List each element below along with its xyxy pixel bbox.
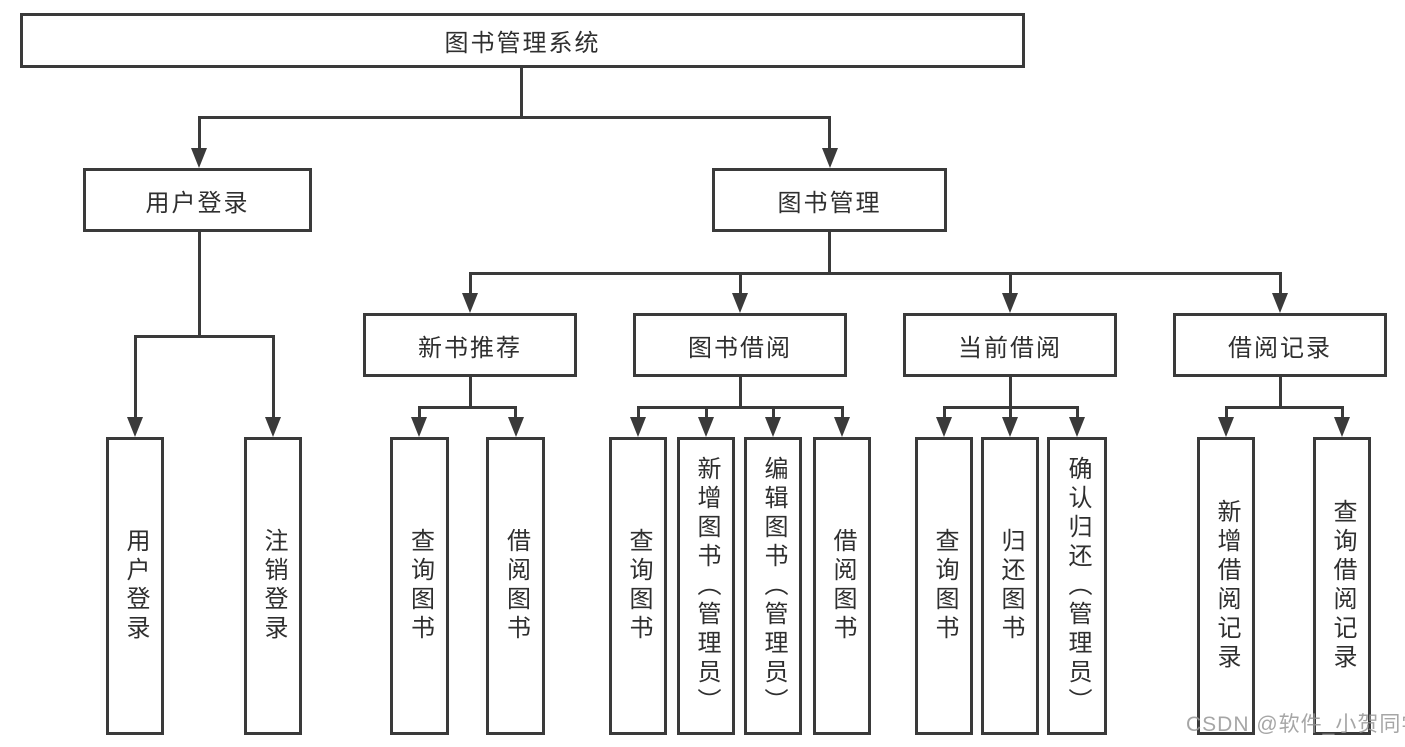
leaf-bb-query-books-label: 查询图书 bbox=[625, 528, 652, 644]
connector-line bbox=[133, 335, 275, 338]
connector-line bbox=[827, 232, 831, 275]
arrow-down-icon bbox=[698, 417, 714, 437]
connector-line bbox=[271, 335, 275, 419]
connector-line bbox=[827, 116, 831, 150]
leaf-bb-query-books: 查询图书 bbox=[609, 437, 667, 735]
leaf-logout-label: 注销登录 bbox=[260, 528, 287, 644]
node-new-book-recommend-label: 新书推荐 bbox=[418, 334, 522, 362]
node-borrow-records: 借阅记录 bbox=[1173, 313, 1387, 377]
node-book-borrow-label: 图书借阅 bbox=[688, 334, 792, 362]
arrow-down-icon bbox=[1069, 417, 1085, 437]
leaf-nbr-borrow-books: 借阅图书 bbox=[486, 437, 545, 735]
node-book-borrow: 图书借阅 bbox=[633, 313, 847, 377]
connector-line bbox=[636, 406, 640, 419]
leaf-br-query-record-label: 查询借阅记录 bbox=[1329, 499, 1356, 673]
leaf-bb-add-books-admin-label: 新增图书（管理员） bbox=[693, 455, 720, 717]
connector-line bbox=[1008, 272, 1012, 295]
connector-line bbox=[468, 377, 472, 409]
connector-line bbox=[1008, 406, 1012, 419]
connector-line bbox=[1224, 406, 1228, 419]
connector-line bbox=[417, 406, 517, 409]
leaf-cb-return-books-label: 归还图书 bbox=[997, 528, 1024, 644]
leaf-cb-return-books: 归还图书 bbox=[981, 437, 1039, 735]
node-root: 图书管理系统 bbox=[20, 13, 1025, 68]
arrow-down-icon bbox=[765, 417, 781, 437]
connector-line bbox=[738, 377, 742, 409]
connector-line bbox=[197, 116, 831, 119]
node-user-login: 用户登录 bbox=[83, 168, 312, 232]
arrow-down-icon bbox=[834, 417, 850, 437]
connector-line bbox=[738, 272, 742, 295]
arrow-down-icon bbox=[1002, 417, 1018, 437]
leaf-nbr-query-books-label: 查询图书 bbox=[406, 528, 434, 644]
arrow-down-icon bbox=[507, 417, 524, 437]
leaf-br-add-record-label: 新增借阅记录 bbox=[1213, 499, 1240, 673]
connector-line bbox=[704, 406, 708, 419]
leaf-nbr-borrow-books-label: 借阅图书 bbox=[502, 528, 530, 644]
arrow-down-icon bbox=[936, 417, 952, 437]
leaf-cb-query-books: 查询图书 bbox=[915, 437, 973, 735]
node-book-management: 图书管理 bbox=[712, 168, 947, 232]
connector-line bbox=[840, 406, 844, 419]
connector-line bbox=[1224, 406, 1344, 409]
node-root-label: 图书管理系统 bbox=[444, 30, 601, 57]
leaf-br-add-record: 新增借阅记录 bbox=[1197, 437, 1255, 735]
arrow-down-icon bbox=[1002, 293, 1018, 313]
arrow-down-icon bbox=[821, 148, 838, 168]
connector-line bbox=[417, 406, 421, 419]
node-current-borrow: 当前借阅 bbox=[903, 313, 1117, 377]
leaf-logout: 注销登录 bbox=[244, 437, 302, 735]
connector-line bbox=[1340, 406, 1344, 419]
node-current-borrow-label: 当前借阅 bbox=[958, 334, 1062, 362]
arrow-down-icon bbox=[191, 148, 207, 168]
connector-line bbox=[771, 406, 775, 419]
arrow-down-icon bbox=[127, 417, 143, 437]
leaf-bb-edit-books-admin-label: 编辑图书（管理员） bbox=[760, 455, 787, 717]
leaf-user-login: 用户登录 bbox=[106, 437, 164, 735]
arrow-down-icon bbox=[462, 293, 478, 313]
node-book-management-label: 图书管理 bbox=[777, 189, 882, 217]
node-user-login-label: 用户登录 bbox=[145, 189, 250, 217]
arrow-down-icon bbox=[265, 417, 281, 437]
arrow-down-icon bbox=[1272, 293, 1288, 313]
leaf-nbr-query-books: 查询图书 bbox=[390, 437, 449, 735]
csdn-watermark: CSDN @软件_小贺同学 bbox=[1186, 713, 1405, 736]
leaf-cb-query-books-label: 查询图书 bbox=[931, 528, 958, 644]
connector-line bbox=[468, 272, 1282, 275]
leaf-br-query-record: 查询借阅记录 bbox=[1313, 437, 1371, 735]
leaf-cb-confirm-return-admin: 确认归还（管理员） bbox=[1047, 437, 1107, 735]
arrow-down-icon bbox=[732, 293, 748, 313]
arrow-down-icon bbox=[630, 417, 646, 437]
arrow-down-icon bbox=[1334, 417, 1350, 437]
connector-line bbox=[133, 335, 137, 419]
leaf-cb-confirm-return-admin-label: 确认归还（管理员） bbox=[1064, 455, 1091, 717]
connector-line bbox=[468, 272, 472, 295]
connector-line bbox=[1278, 272, 1282, 295]
arrow-down-icon bbox=[1218, 417, 1234, 437]
leaf-bb-add-books-admin: 新增图书（管理员） bbox=[677, 437, 735, 735]
connector-line bbox=[197, 116, 201, 150]
connector-line bbox=[519, 68, 523, 118]
leaf-bb-edit-books-admin: 编辑图书（管理员） bbox=[744, 437, 802, 735]
connector-line bbox=[1278, 377, 1282, 409]
leaf-bb-borrow-books-label: 借阅图书 bbox=[829, 528, 856, 644]
connector-line bbox=[514, 406, 517, 419]
connector-line bbox=[1008, 377, 1012, 409]
connector-line bbox=[636, 406, 844, 409]
node-new-book-recommend: 新书推荐 bbox=[363, 313, 577, 377]
arrow-down-icon bbox=[411, 417, 427, 437]
connector-line bbox=[197, 232, 201, 338]
leaf-user-login-label: 用户登录 bbox=[122, 528, 149, 644]
connector-line bbox=[942, 406, 946, 419]
connector-line bbox=[1075, 406, 1079, 419]
node-borrow-records-label: 借阅记录 bbox=[1228, 334, 1332, 362]
leaf-bb-borrow-books: 借阅图书 bbox=[813, 437, 871, 735]
